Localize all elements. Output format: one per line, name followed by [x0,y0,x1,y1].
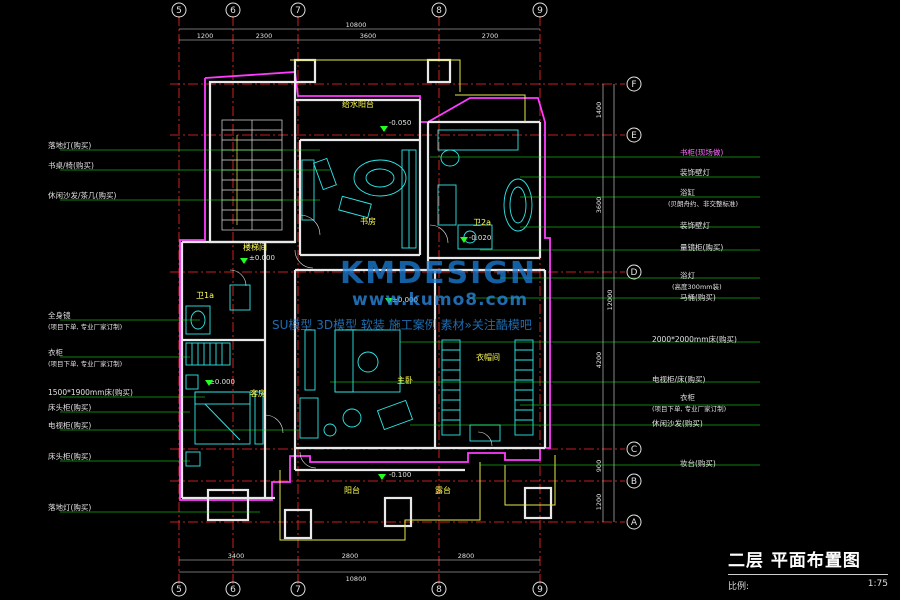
room-name-guest: 客房 [250,388,266,398]
dim-top: 2700 [482,32,499,40]
room-name-study: 书房 [360,216,376,226]
dim-bottom: 3400 [228,552,245,560]
label-toilet: 马桶(购买) [680,292,716,302]
label-wardrobe-note-right: (项目下单, 专业厂家订制) [652,404,726,413]
row-label: E [631,131,637,141]
label-bathtub-note: (贝朗舟约、非交整标准) [668,199,738,208]
grid-bubbles [171,2,642,597]
row-label: C [631,445,637,455]
row-label: B [631,477,637,487]
label-bath-light-note: (高度300mm装) [672,282,722,291]
label-bookcase: 书柜(现场做) [680,147,723,157]
right-annotations: 书柜(现场做) 装饰壁灯 浴缸 (贝朗舟约、非交整标准) 装饰壁灯 量镜柜(购买… [652,147,738,468]
room-labels: 楼梯间 ±0.000 书房 卫2a -0.020 卫1a 主卧 ±0.000 衣… [196,99,500,495]
col-label-top: 7 [295,6,301,16]
dim-bottom: 2800 [458,552,475,560]
label-bathtub: 浴缸 [680,187,695,197]
dim-right: 1200 [595,494,603,511]
row-label: F [631,80,636,90]
col-label-top: 5 [176,6,182,16]
dim-right: 4200 [595,352,603,369]
dimension-texts: 10800 1200 2300 3600 2700 3400 2800 2800… [197,21,614,583]
left-annotations: 落地灯(购买) 书桌/椅(购买) 休闲沙发/茶几(购买) 全身镜 (项目下单, … [48,140,133,512]
title-underline [728,574,888,575]
room-name-service-balcony: 给水阳台 [342,99,374,109]
label-guest-bed: 1500*1900mm床(购买) [48,387,133,397]
col-label-top: 9 [537,6,543,16]
label-tv-cabinet-left: 电视柜(购买) [48,420,91,430]
dim-top: 1200 [197,32,214,40]
dim-right: 1400 [595,102,603,119]
dim-total-top: 10800 [346,21,367,29]
label-mirror-note: (项目下单, 专业厂家订制) [48,322,122,331]
dim-total-right: 12000 [606,290,614,311]
room-name-closet: 衣帽间 [476,352,500,362]
label-wardrobe-right: 衣柜 [680,392,695,402]
dim-total-bottom: 10800 [346,575,367,583]
label-desk-chair: 书桌/椅(购买) [48,160,94,170]
room-name-bath-1a: 卫1a [196,291,214,300]
grid-axes [170,16,625,584]
label-master-bed: 2000*2000mm床(购买) [652,334,737,344]
label-lounge-sofa: 休闲沙发(购买) [652,418,703,428]
label-tv-cabinet-right: 电视柜/床(购买) [652,374,705,384]
grid-bubble-labels: 5 6 7 8 9 5 6 7 8 9 F E D C B A [176,6,638,595]
room-level-master: ±0.000 [392,296,418,304]
row-label: D [631,268,638,278]
balcony-edges [279,59,556,541]
label-dresser: 妆台(购买) [680,458,716,468]
room-level-balcony: -0.100 [389,471,412,479]
label-wall-lamp-1: 装饰壁灯 [680,167,710,177]
col-label-bottom: 9 [537,585,543,595]
scale-row: 比例: 1:75 [728,579,888,592]
col-label-bottom: 5 [176,585,182,595]
label-wall-lamp-2: 装饰壁灯 [680,220,710,230]
door-swings [229,214,493,469]
room-level-service-balcony: -0.050 [389,119,412,127]
leader-lines [60,149,760,513]
col-label-bottom: 8 [436,585,442,595]
level-markers [205,126,468,480]
col-label-top: 6 [230,6,236,16]
label-nightstand-2: 床头柜(购买) [48,451,91,461]
dim-right: 900 [595,460,603,472]
furniture [185,129,534,467]
room-name-terrace: 露台 [435,485,451,495]
label-wardrobe-note-left: (项目下单, 专业厂家订制) [48,359,122,368]
dim-bottom: 2800 [342,552,359,560]
label-wardrobe-left: 衣柜 [48,347,63,357]
scale-value: 1:75 [867,579,888,589]
room-name-staircase: 楼梯间 [243,242,267,252]
watermark-url: www.kumo8.com [352,290,529,310]
label-full-mirror: 全身镜 [48,310,71,320]
building-outline [179,71,551,501]
scale-label: 比例: [728,582,750,592]
col-label-top: 8 [436,6,442,16]
dim-top: 3600 [360,32,377,40]
dim-right: 3600 [595,197,603,214]
row-label: A [631,518,638,528]
drawing-title: 二层 平面布置图 [728,551,861,571]
walls [180,58,553,540]
label-nightstand-1: 床头柜(购买) [48,402,91,412]
watermark-brand: KMDESIGN [340,256,537,291]
watermark-tagline: SU模型 3D模型 软装 施工案例 素材»关注酷模吧 [272,318,532,332]
dim-top: 2300 [256,32,273,40]
label-sofa-tea-table: 休闲沙发/茶几(购买) [48,190,116,200]
label-bath-light: 浴灯 [680,270,695,280]
label-mirror-cabinet: 量镜柜(购买) [680,242,723,252]
room-name-master: 主卧 [397,375,413,385]
label-floor-lamp-left: 落地灯(购买) [48,140,91,150]
label-floor-lamp-bottom: 落地灯(购买) [48,502,91,512]
room-level-bath-2a: -0.020 [469,234,492,242]
col-label-bottom: 7 [295,585,301,595]
staircase [221,119,283,231]
room-name-balcony: 阳台 [344,485,360,495]
room-name-bath-2a: 卫2a [473,218,491,227]
room-level-staircase: ±0.000 [249,254,275,262]
room-level-guest: ±0.000 [209,378,235,386]
title-block: 二层 平面布置图 比例: 1:75 [728,546,888,592]
col-label-bottom: 6 [230,585,236,595]
